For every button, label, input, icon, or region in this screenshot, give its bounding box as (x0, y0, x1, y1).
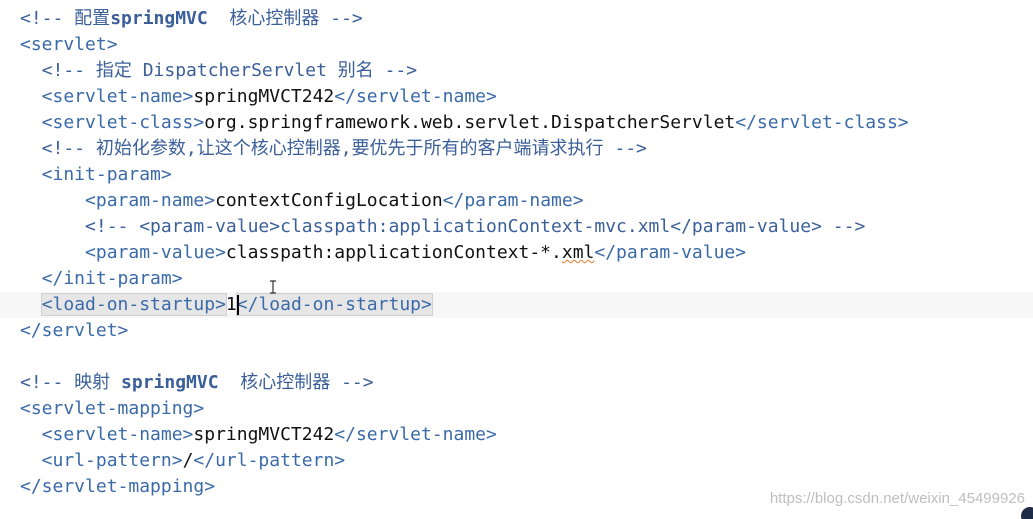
code-token: xml (561, 242, 595, 263)
code-token: <!-- 映射 (20, 372, 122, 393)
code-token: <servlet-name> (20, 424, 194, 445)
code-token: <!-- <param-value>classpath:applicationC… (20, 216, 866, 237)
code-token: </param-value> (594, 242, 747, 263)
code-token: springMVC (110, 8, 208, 29)
code-token: </load-on-startup> (235, 293, 433, 316)
i-beam-cursor-icon (270, 280, 276, 294)
code-token: <load-on-startup> (40, 293, 227, 316)
code-line[interactable]: <init-param> (0, 162, 172, 188)
code-line[interactable] (0, 344, 20, 370)
code-token: <servlet> (20, 34, 118, 55)
code-line[interactable]: <servlet-name>springMVCT242</servlet-nam… (0, 84, 497, 110)
code-token: springMVC (121, 372, 219, 393)
code-token: <servlet-mapping> (20, 398, 205, 419)
code-token: springMVCT242 (193, 424, 335, 445)
code-line[interactable]: <servlet-name>springMVCT242</servlet-nam… (0, 422, 497, 448)
code-line[interactable]: <!-- 初始化参数,让这个核心控制器,要优先于所有的客户端请求执行 --> (0, 136, 647, 162)
code-line[interactable]: </servlet> (0, 318, 128, 344)
code-token: / (182, 450, 194, 471)
code-token: <!-- 指定 DispatcherServlet 别名 --> (20, 60, 418, 81)
code-token: <init-param> (20, 164, 172, 185)
code-token: contextConfigLocation (215, 190, 443, 211)
code-token: </param-name> (442, 190, 584, 211)
code-line[interactable]: <!-- 指定 DispatcherServlet 别名 --> (0, 58, 417, 84)
watermark: https://blog.csdn.net/weixin_45499926 (769, 490, 1025, 507)
code-line[interactable]: <servlet-mapping> (0, 396, 204, 422)
code-token: 1 (225, 294, 237, 315)
code-token (20, 294, 42, 315)
code-token: <!-- 初始化参数,让这个核心控制器,要优先于所有的客户端请求执行 --> (20, 138, 647, 159)
code-line[interactable]: </servlet-mapping> (0, 474, 215, 500)
code-token: <!-- 配置 (20, 8, 111, 29)
code-token: </servlet-class> (735, 112, 909, 133)
code-token: </init-param> (20, 268, 183, 289)
code-token: springMVCT242 (193, 86, 335, 107)
code-line[interactable]: <param-name>contextConfigLocation</param… (0, 188, 584, 214)
code-token: </servlet-mapping> (20, 476, 216, 497)
code-token: </servlet-name> (334, 86, 497, 107)
code-token: </url-pattern> (193, 450, 346, 471)
corner-badge (1021, 507, 1033, 519)
code-line[interactable]: <load-on-startup>1</load-on-startup> (0, 292, 1033, 318)
code-token: <url-pattern> (20, 450, 183, 471)
code-line[interactable]: <!-- 映射 springMVC 核心控制器 --> (0, 370, 374, 396)
code-token: <servlet-name> (20, 86, 194, 107)
code-token: <param-name> (20, 190, 216, 211)
code-token: <servlet-class> (20, 112, 205, 133)
code-token: 核心控制器 --> (218, 372, 374, 393)
text-caret (236, 295, 239, 315)
code-token: <param-value> (20, 242, 226, 263)
code-line[interactable]: <url-pattern>/</url-pattern> (0, 448, 345, 474)
code-line[interactable]: <param-value>classpath:applicationContex… (0, 240, 746, 266)
code-line[interactable]: <!-- <param-value>classpath:applicationC… (0, 214, 865, 240)
code-line[interactable]: <!-- 配置springMVC 核心控制器 --> (0, 6, 363, 32)
code-line[interactable]: <servlet> (0, 32, 118, 58)
code-token: org.springframework.web.servlet.Dispatch… (204, 112, 736, 133)
code-token: </servlet> (20, 320, 129, 341)
code-token: 核心控制器 --> (207, 8, 363, 29)
code-token: classpath:applicationContext-*. (225, 242, 562, 263)
code-line[interactable]: </init-param> (0, 266, 183, 292)
code-line[interactable]: <servlet-class>org.springframework.web.s… (0, 110, 909, 136)
code-token: </servlet-name> (334, 424, 497, 445)
